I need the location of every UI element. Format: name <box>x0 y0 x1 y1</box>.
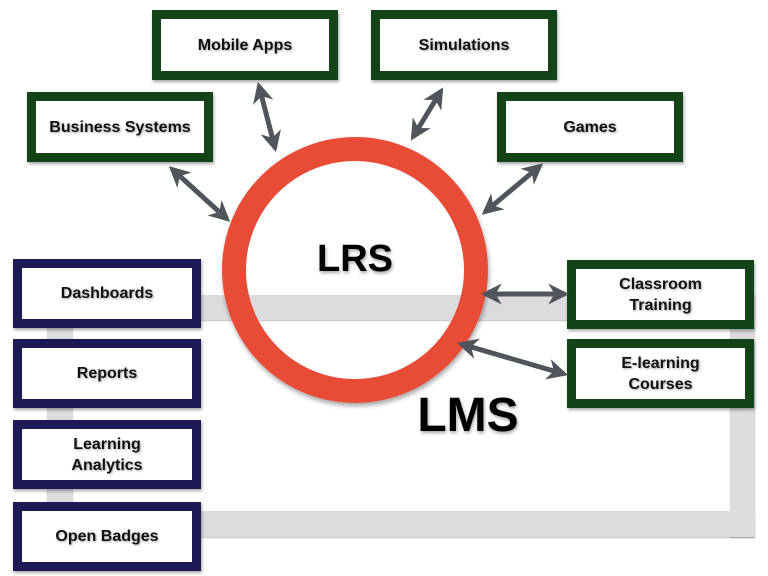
box-label: Simulations <box>418 36 510 54</box>
box-label: Reports <box>76 365 138 382</box>
box-simulations: Simulations <box>371 10 557 80</box>
box-label: Dashboards <box>60 285 154 302</box>
arrow-e-learning-courses <box>456 338 569 380</box>
box-label: Learning Analytics <box>71 435 143 474</box>
lms-label: LMS <box>417 389 519 442</box>
box-dashboards: Dashboards <box>13 259 201 328</box>
box-label: Classroom Training <box>619 275 702 314</box>
box-e-learning-courses: E-learning Courses <box>567 339 754 408</box>
arrow-games <box>481 163 544 215</box>
lms-frame-right <box>730 295 755 537</box>
box-reports: Reports <box>13 339 201 408</box>
arrow-simulations <box>410 87 444 141</box>
arrow-business-systems <box>168 166 231 222</box>
box-classroom-training: Classroom Training <box>567 260 754 329</box>
box-label: E-learning Courses <box>621 354 700 393</box>
box-label: Games <box>563 118 617 136</box>
box-mobile-apps: Mobile Apps <box>152 10 338 80</box>
box-label: Open Badges <box>55 528 159 545</box>
box-business-systems: Business Systems <box>27 92 213 162</box>
box-label: Business Systems <box>49 118 191 136</box>
lrs-label: LRS <box>317 238 393 280</box>
box-open-badges: Open Badges <box>13 502 201 571</box>
arrow-mobile-apps <box>253 81 281 153</box>
lms-frame-bottom <box>190 511 755 537</box>
lms-frame-left <box>47 300 73 530</box>
box-learning-analytics: Learning Analytics <box>13 420 201 489</box>
box-games: Games <box>497 92 683 162</box>
box-label: Mobile Apps <box>197 36 293 54</box>
